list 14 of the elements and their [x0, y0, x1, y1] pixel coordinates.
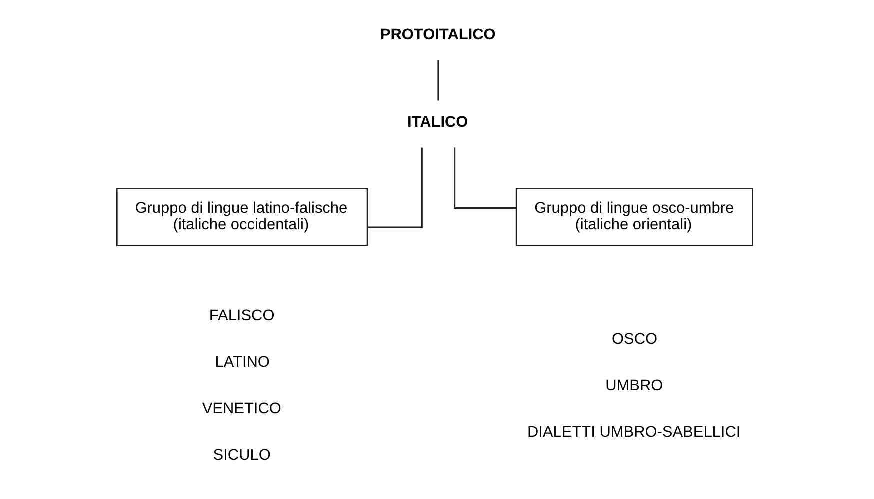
node-label: SICULO	[212, 446, 270, 464]
node-label: DIALETTI UMBRO-SABELLICI	[527, 424, 740, 441]
connector	[454, 148, 516, 209]
node-label: FALISCO	[208, 308, 274, 325]
node-text: PROTOITALICO	[380, 26, 496, 44]
connector	[437, 60, 439, 101]
node-label: UMBRO	[605, 377, 663, 394]
node-box: Gruppo di lingue osco-umbre (italiche orientali)	[515, 188, 753, 246]
node-label: LATINO	[214, 354, 270, 372]
connector	[367, 148, 422, 228]
node-box: Gruppo di lingue latino-falische (italiche occidentali)	[116, 188, 368, 246]
node-label: VENETICO	[202, 400, 281, 418]
node-text: ITALICO	[407, 114, 468, 132]
node-label: OSCO	[612, 330, 658, 348]
